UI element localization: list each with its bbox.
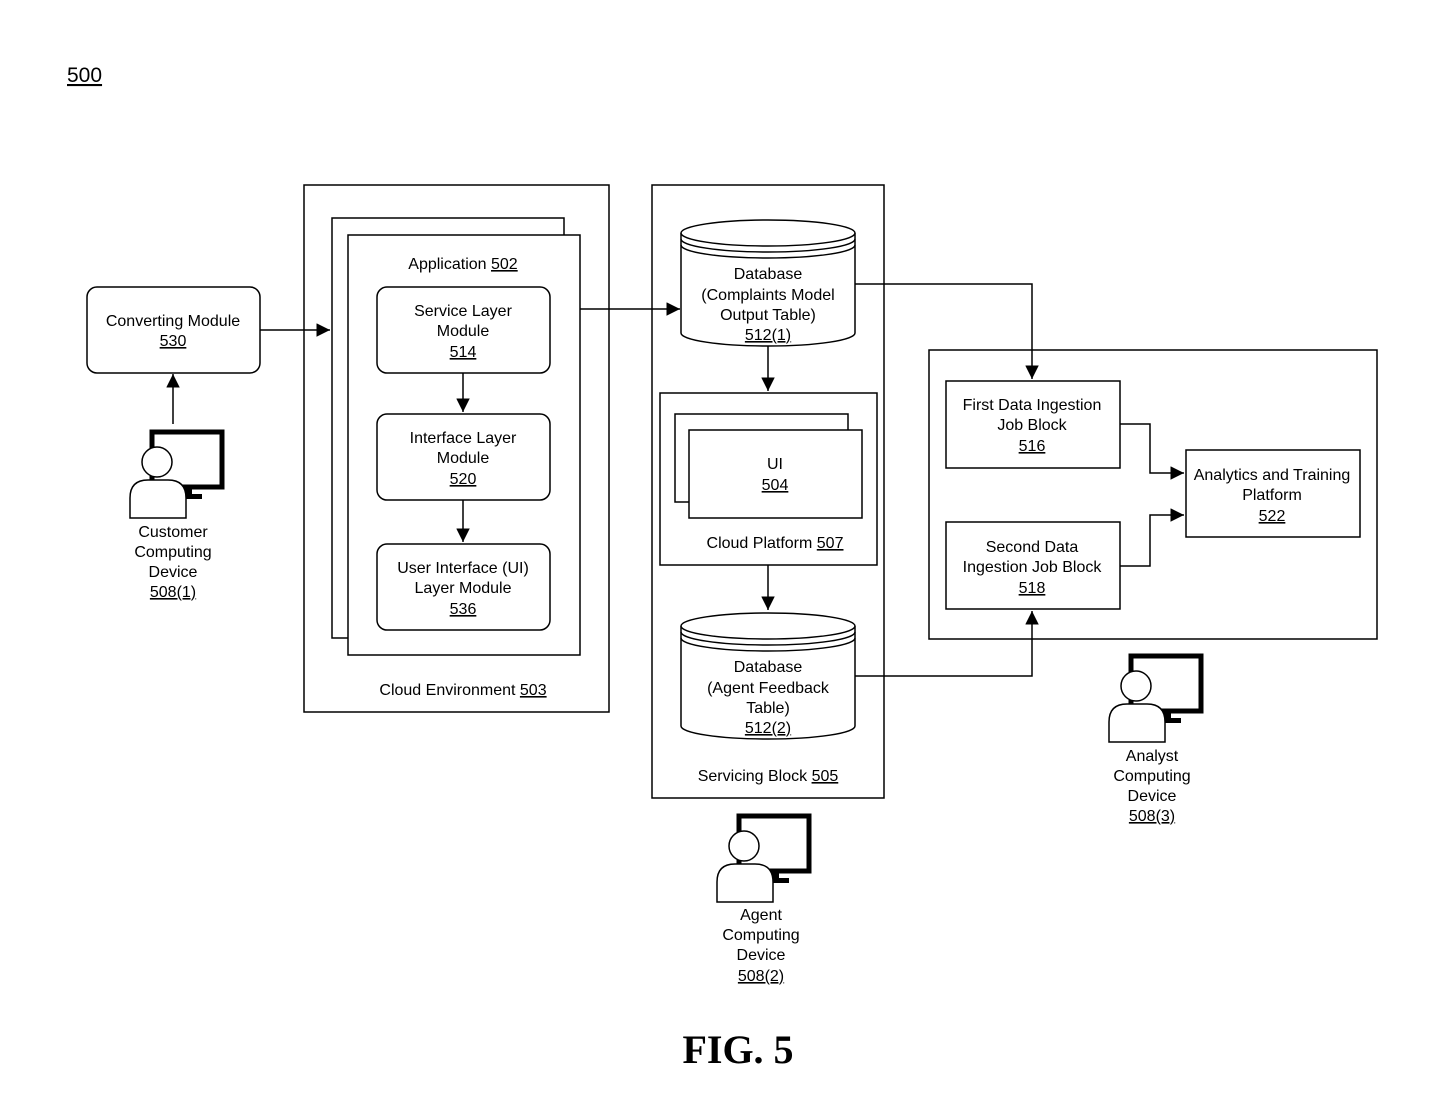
- arrow-first-ingestion-to-analytics: [1120, 423, 1184, 480]
- cloud-environment-box: Application 502 Service Layer Module 514…: [303, 184, 610, 713]
- figure-reference: 500: [67, 64, 102, 87]
- complaints-database-cylinder: [680, 219, 856, 347]
- ui-layer-ref: 536: [450, 601, 477, 618]
- arrow-second-ingestion-to-analytics: [1120, 508, 1184, 567]
- second-ingestion-label-1: Second Data: [986, 539, 1079, 556]
- first-ingestion-label-2: Job Block: [997, 417, 1067, 434]
- interface-layer-ref: 520: [450, 471, 477, 488]
- service-layer-label-2: Module: [437, 323, 490, 340]
- ui-layer-label-1: User Interface (UI): [397, 560, 529, 577]
- service-layer-label-1: Service Layer: [414, 303, 512, 320]
- ui-label: UI: [767, 456, 783, 473]
- agent-device-label-2: Computing: [722, 927, 799, 944]
- agent-computing-device: Agent Computing Device 508(2): [717, 816, 809, 985]
- agent-device-ref: 508(2): [738, 968, 784, 985]
- agent-device-label-1: Agent: [740, 907, 782, 924]
- customer-device-ref: 508(1): [150, 584, 196, 601]
- cloud-environment-title: Cloud Environment 503: [379, 682, 546, 699]
- service-layer-ref: 514: [450, 344, 477, 361]
- arrow-feedback-db-to-second-ingestion: [855, 611, 1039, 677]
- db-complaints-label-1: Database: [734, 266, 803, 283]
- connectors: [166, 283, 1184, 677]
- first-ingestion-ref: 516: [1019, 438, 1046, 455]
- analyst-device-label-1: Analyst: [1126, 748, 1179, 765]
- figure-caption: FIG. 5: [682, 1027, 793, 1072]
- analytics-label-2: Platform: [1242, 487, 1302, 504]
- arrow-complaints-db-to-first-ingestion: [855, 283, 1039, 379]
- converting-module-ref: 530: [160, 333, 187, 350]
- interface-layer-label-1: Interface Layer: [410, 430, 517, 447]
- ui-layer-label-2: Layer Module: [415, 580, 512, 597]
- customer-device-label-3: Device: [149, 564, 198, 581]
- application-title: Application 502: [408, 256, 518, 273]
- customer-device-label-1: Customer: [138, 524, 208, 541]
- feedback-database-cylinder: [680, 612, 856, 740]
- second-ingestion-box: [945, 521, 1121, 610]
- db-feedback-label-2: (Agent Feedback: [707, 680, 830, 697]
- db-complaints-label-3: Output Table): [720, 307, 816, 324]
- interface-layer-label-2: Module: [437, 450, 490, 467]
- db-feedback-ref: 512(2): [745, 720, 791, 737]
- first-ingestion-box: [945, 380, 1121, 469]
- ui-layer-box: [376, 543, 551, 631]
- converting-module-label: Converting Module: [106, 313, 240, 330]
- servicing-block-title: Servicing Block 505: [698, 768, 839, 785]
- ui-box: [688, 429, 863, 519]
- analytics-platform-box: [1185, 449, 1361, 538]
- agent-device-label-3: Device: [737, 947, 786, 964]
- db-complaints-label-2: (Complaints Model: [701, 287, 834, 304]
- agent-computer-user-icon: [717, 816, 809, 902]
- analyst-computer-user-icon: [1109, 656, 1201, 742]
- analyst-device-ref: 508(3): [1129, 808, 1175, 825]
- customer-computer-user-icon: [130, 432, 222, 518]
- db-feedback-label-1: Database: [734, 659, 803, 676]
- db-complaints-ref: 512(1): [745, 327, 791, 344]
- customer-computing-device: Customer Computing Device 508(1): [130, 432, 222, 601]
- cloud-platform-title: Cloud Platform 507: [707, 535, 844, 552]
- db-feedback-label-3: Table): [746, 700, 790, 717]
- second-ingestion-ref: 518: [1019, 580, 1046, 597]
- first-ingestion-label-1: First Data Ingestion: [963, 397, 1102, 414]
- servicing-block-box: Database (Complaints Model Output Table)…: [651, 184, 885, 799]
- second-ingestion-label-2: Ingestion Job Block: [963, 559, 1103, 576]
- analyst-device-label-2: Computing: [1113, 768, 1190, 785]
- analytics-region-box: First Data Ingestion Job Block 516 Secon…: [928, 349, 1378, 640]
- analytics-label-1: Analytics and Training: [1194, 467, 1351, 484]
- ui-ref: 504: [762, 477, 789, 494]
- converting-module-box: Converting Module 530: [86, 286, 261, 374]
- analyst-computing-device: Analyst Computing Device 508(3): [1109, 656, 1201, 825]
- analytics-ref: 522: [1259, 508, 1286, 525]
- customer-device-label-2: Computing: [134, 544, 211, 561]
- analyst-device-label-3: Device: [1128, 788, 1177, 805]
